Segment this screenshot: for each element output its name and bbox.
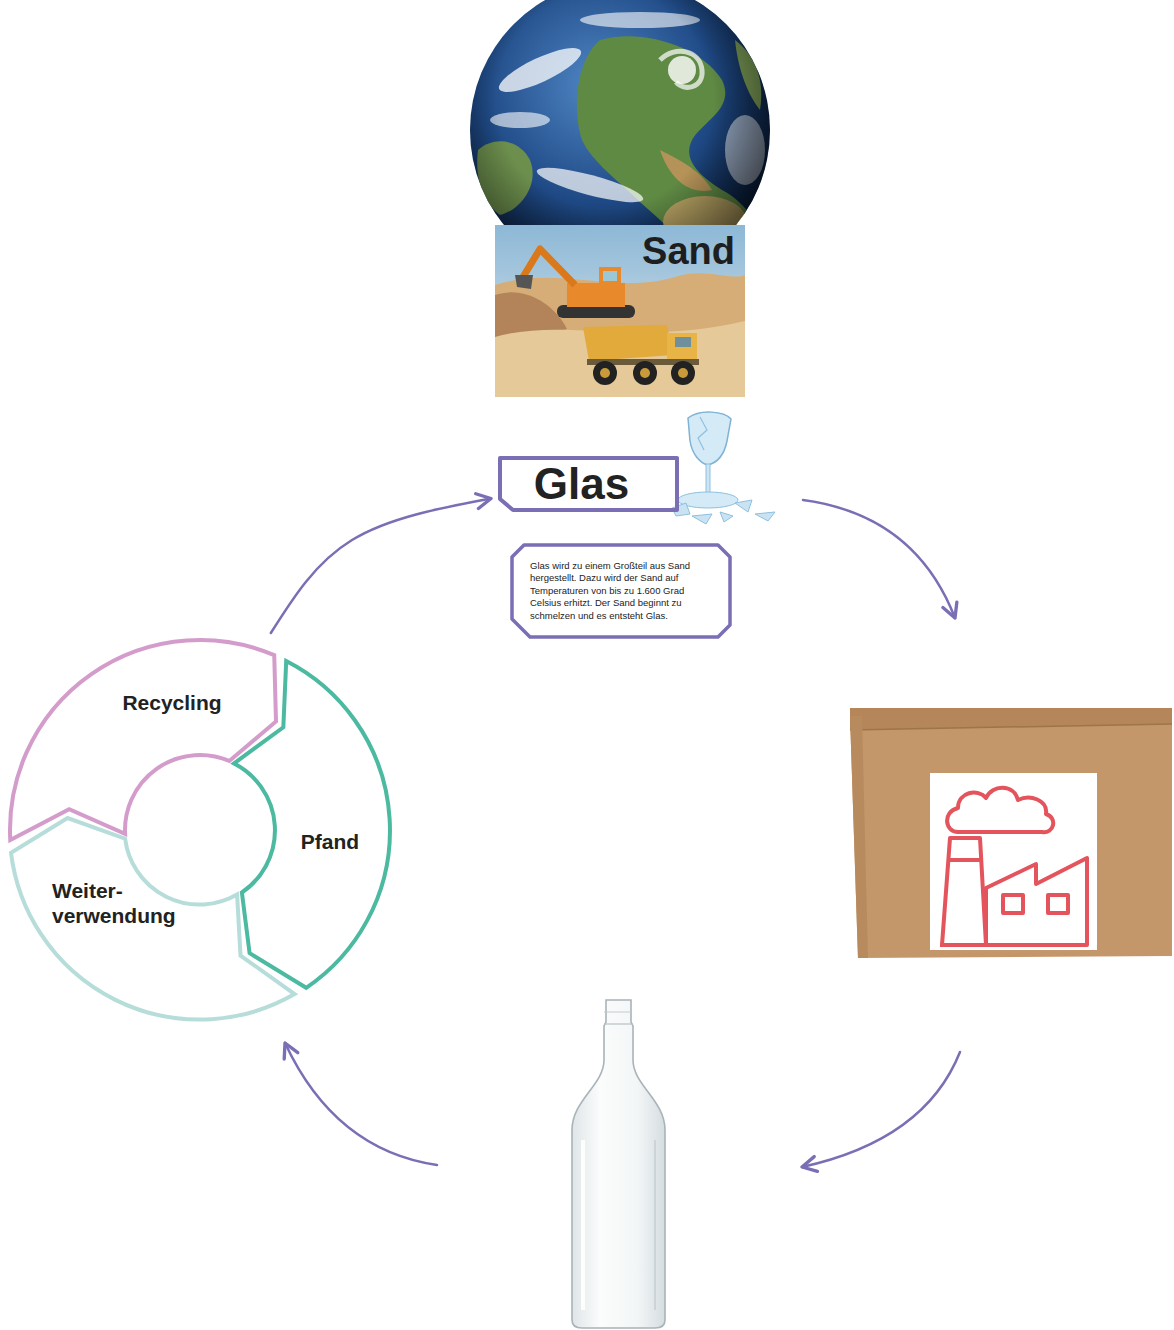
glass-bottle	[572, 1000, 665, 1328]
broken-glass-icon	[692, 514, 712, 524]
cardboard-box	[850, 716, 868, 958]
tag-outline	[500, 458, 677, 510]
broken-glass-icon	[735, 500, 752, 512]
broken-glass-icon	[720, 512, 733, 522]
excavator-bucket	[515, 275, 533, 289]
factory-icon	[948, 858, 982, 862]
info-box: Glas wird zu einem Großteil aus Sand her…	[510, 543, 732, 639]
glass-bottle	[581, 1140, 585, 1310]
cycle-label: Recycling	[122, 690, 221, 715]
truck-hub	[600, 368, 610, 378]
factory-icon	[1048, 895, 1068, 913]
sand-photo: Sand	[495, 225, 745, 397]
cardboard-box	[850, 712, 1172, 958]
truck-wheel	[633, 361, 657, 385]
broken-glass-icon	[672, 412, 775, 524]
segment-outline	[10, 640, 276, 840]
glass-title-box: Glas	[497, 455, 680, 513]
body-text: Glas wird zu einem Großteil aus Sand her…	[530, 560, 712, 622]
octagon-outline	[512, 545, 730, 637]
cardboard-box	[850, 708, 1172, 730]
excavator-cab	[599, 267, 621, 287]
factory-icon	[1003, 895, 1023, 913]
node-outline	[7, 637, 279, 843]
glass-bottle	[572, 1000, 665, 1328]
segment-outline	[234, 661, 390, 988]
broken-glass-icon	[755, 512, 775, 521]
flow-arrow	[285, 1043, 437, 1165]
cycle-segment: Weiter- verwendung	[8, 815, 298, 1023]
truck-hub	[640, 368, 650, 378]
factory-icon	[940, 788, 1087, 945]
truck-hub	[678, 368, 688, 378]
glass-bottle	[604, 1012, 631, 1013]
broken-glass-icon	[688, 412, 731, 465]
truck-cab	[667, 333, 697, 359]
truck-wheel	[671, 361, 695, 385]
glass-bottle	[604, 1023, 633, 1024]
title-text: Glas	[534, 462, 629, 506]
truck-bed	[583, 325, 673, 361]
flow-arrow	[802, 1052, 960, 1167]
node-outline	[231, 658, 393, 991]
flow-arrow	[803, 500, 955, 618]
cardboard-box	[850, 724, 1172, 730]
truck-window	[675, 337, 691, 347]
truck-wheel	[593, 361, 617, 385]
excavator-window	[603, 271, 617, 281]
cycle-label: Weiter- verwendung	[52, 878, 217, 928]
glass-bottle	[654, 1140, 656, 1310]
cycle-segment: Pfand	[231, 658, 393, 991]
segment-outline	[11, 818, 295, 1020]
factory-icon	[947, 788, 1053, 832]
broken-glass-icon	[706, 464, 710, 494]
factory-icon	[940, 858, 1087, 945]
photo-sky	[495, 225, 745, 397]
cardboard-box	[850, 708, 1172, 958]
sand-ground	[495, 321, 745, 397]
sand-hill	[495, 273, 745, 397]
cycle-label: Pfand	[301, 829, 359, 854]
title-text: Sand	[642, 231, 735, 273]
broken-glass-icon	[698, 417, 707, 450]
flow-arrow	[271, 499, 491, 634]
cardboard-box	[930, 773, 1097, 950]
factory-icon	[942, 838, 986, 945]
cycle-segment: Recycling	[7, 637, 279, 843]
